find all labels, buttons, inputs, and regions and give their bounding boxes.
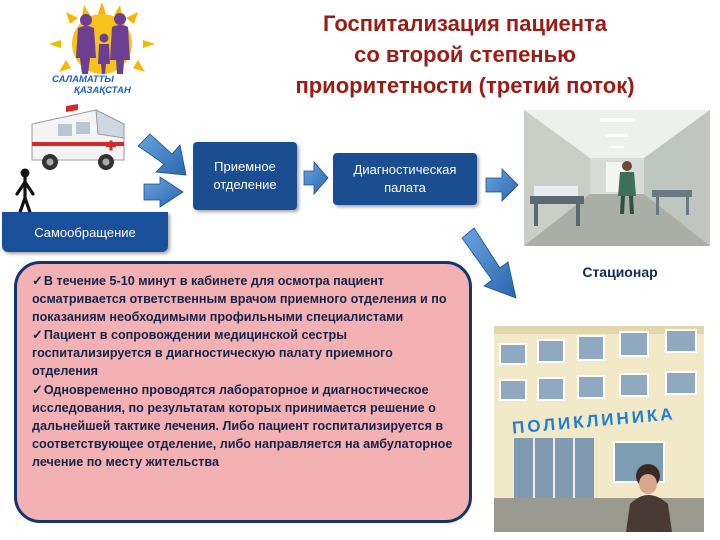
info-item-3-text: Одновременно проводятся лабораторное и д… [32,382,453,469]
info-item-3: ✓Одновременно проводятся лабораторное и … [32,381,462,471]
box-diagnostic-ward: Диагностическая палата [333,153,477,205]
logo-salamatty-kazakhstan [49,2,155,74]
person-icon [15,168,35,220]
logo-text: САЛАМАТТЫ ҚАЗАҚСТАН [52,74,162,96]
check-icon: ✓ [32,273,43,288]
arrow-diagnostic-to-hospital [485,168,519,202]
arrow-ambulance-to-reception [137,133,187,176]
box-reception-department: Приемное отделение [193,142,297,210]
page-title: Госпитализация пациента со второй степен… [230,8,700,101]
title-line3: приоритетности (третий поток) [295,73,635,98]
label-hospital: Стационар [582,264,658,280]
title-line2: со второй степенью [354,42,576,67]
family-figures-icon [76,13,130,74]
check-icon: ✓ [32,327,43,343]
info-panel-text: ✓В течение 5-10 минут в кабинете для осм… [32,272,462,471]
arrow-reception-to-diagnostic [303,160,329,196]
box-diagnostic-line1: Диагностическая [353,162,457,177]
info-item-2-text: Пациент в сопровождении медицинской сест… [32,328,393,379]
box-reception-line1: Приемное [214,159,276,174]
arrow-self-to-reception [143,176,184,208]
info-item-1: ✓В течение 5-10 минут в кабинете для осм… [32,272,462,326]
box-reception-line2: отделение [213,177,277,192]
check-icon: ✓ [32,381,43,397]
info-panel [14,261,472,523]
hospital-corridor-photo [524,110,710,246]
info-item-2: ✓Пациент в сопровождении медицинской сес… [32,326,462,380]
box-diagnostic-line2: палата [384,180,426,195]
polyclinic-photo: ПОЛИКЛИНИКА [494,326,704,532]
ambulance-icon [31,104,125,170]
logo-text-line1: САЛАМАТТЫ [52,74,114,85]
info-item-1-text: В течение 5-10 минут в кабинете для осмо… [32,274,447,325]
box-self-referral: Самообращение [2,212,168,252]
logo-text-line2: ҚАЗАҚСТАН [74,85,131,96]
title-line1: Госпитализация пациента [322,11,608,36]
